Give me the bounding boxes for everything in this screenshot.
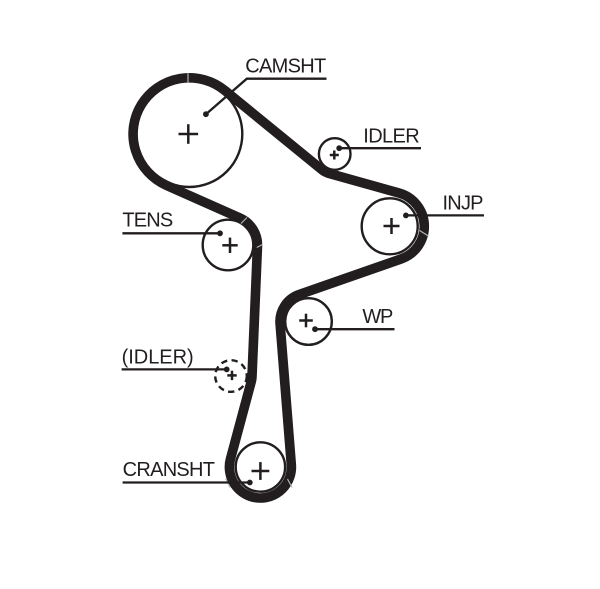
svg-text:TENS: TENS: [122, 210, 173, 232]
svg-text:CAMSHT: CAMSHT: [245, 55, 326, 77]
svg-text:WP: WP: [362, 306, 393, 328]
svg-text:INJP: INJP: [443, 193, 484, 215]
svg-text:(IDLER): (IDLER): [122, 347, 194, 369]
svg-text:IDLER: IDLER: [363, 126, 419, 148]
svg-text:CRANSHT: CRANSHT: [123, 459, 215, 481]
